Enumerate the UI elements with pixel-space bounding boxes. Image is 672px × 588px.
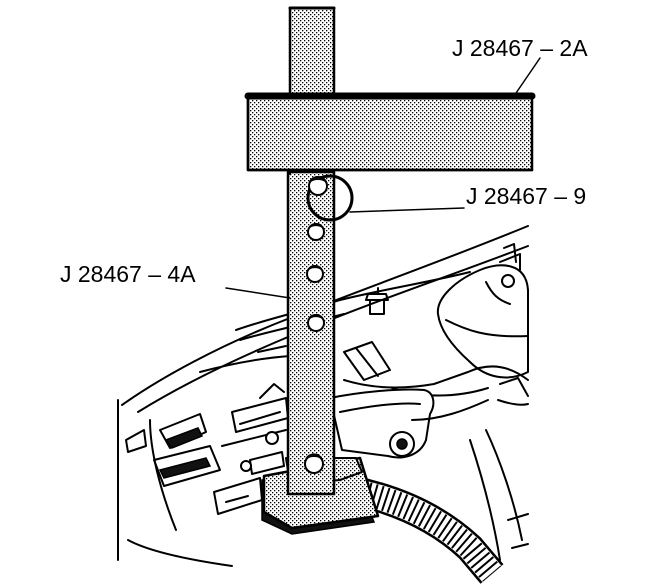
vehicle-body-linework xyxy=(117,225,529,567)
callout-bracket-label: J 28467 – 4A xyxy=(60,261,196,287)
crossbar xyxy=(244,92,536,175)
leader-crossbar xyxy=(513,57,541,97)
vertical-support-bar xyxy=(286,170,336,496)
leader-pin xyxy=(349,207,465,213)
callout-leaders xyxy=(225,57,541,299)
callout-crossbar-label: J 28467 – 2A xyxy=(452,35,588,61)
support-bracket xyxy=(329,388,489,459)
upper-post xyxy=(288,6,336,102)
leader-bracket xyxy=(225,287,291,299)
retaining-pin xyxy=(306,174,354,222)
callout-pin-label: J 28467 – 9 xyxy=(466,183,586,209)
